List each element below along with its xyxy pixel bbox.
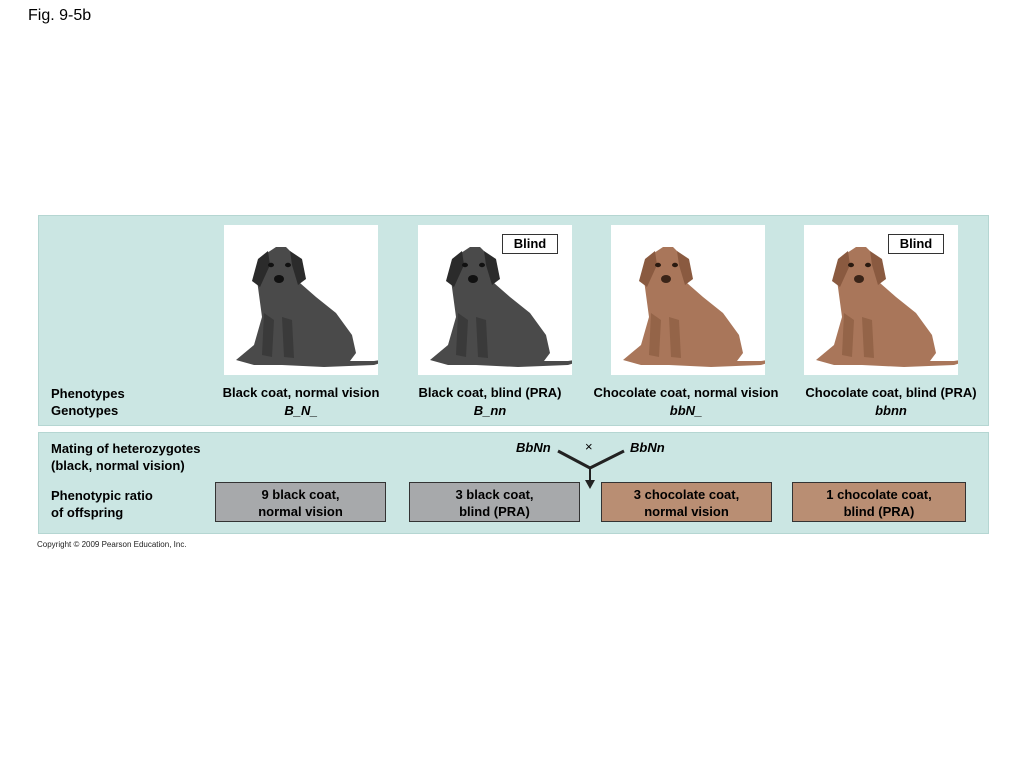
dog-body	[236, 247, 378, 367]
offspring-line2: blind (PRA)	[843, 504, 915, 519]
offspring-line1: 3 black coat,	[455, 487, 534, 502]
offspring-ratio-box: 3 chocolate coat, normal vision	[601, 482, 772, 522]
dog-illustration	[430, 247, 572, 367]
offspring-line1: 9 black coat,	[261, 487, 340, 502]
offspring-line1: 3 chocolate coat,	[633, 487, 740, 502]
offspring-line2: normal vision	[258, 504, 343, 519]
blind-badge: Blind	[502, 234, 558, 254]
mating-label: Mating of heterozygotes (black, normal v…	[51, 440, 201, 474]
dog-image-black-blind	[418, 225, 572, 375]
phenotype-caption: Black coat, blind (PRA)	[418, 385, 562, 400]
genotype-caption: B_N_	[284, 403, 318, 418]
dog-illustration	[816, 247, 958, 367]
dog-image-chocolate-normal	[611, 225, 765, 375]
blind-badge: Blind	[888, 234, 944, 254]
offspring-ratio-box: 9 black coat, normal vision	[215, 482, 386, 522]
phenotypes-label: Phenotypes	[51, 386, 125, 401]
cross-symbol: ×	[585, 439, 593, 454]
mating-label-line2: (black, normal vision)	[51, 458, 185, 473]
offspring-ratio-box: 3 black coat, blind (PRA)	[409, 482, 580, 522]
dog-body	[816, 247, 958, 367]
genotype-caption: B_nn	[473, 403, 507, 418]
parent2-genotype: BbNn	[630, 440, 665, 455]
ratio-label-line2: of offspring	[51, 505, 124, 520]
phenotype-caption: Black coat, normal vision	[222, 385, 380, 400]
ratio-label: Phenotypic ratio of offspring	[51, 487, 153, 521]
offspring-line1: 1 chocolate coat,	[826, 487, 932, 502]
dog-illustration	[623, 247, 765, 367]
dog-image-black-normal	[224, 225, 378, 375]
figure-title: Fig. 9-5b	[28, 7, 92, 24]
copyright-notice: Copyright © 2009 Pearson Education, Inc.	[37, 540, 187, 549]
genotype-caption: bbnn	[875, 403, 907, 418]
genotype-caption: bbN_	[669, 403, 703, 418]
mating-label-line1: Mating of heterozygotes	[51, 441, 201, 456]
dog-body	[430, 247, 572, 367]
genotypes-label: Genotypes	[51, 403, 119, 418]
dog-illustration	[236, 247, 378, 367]
offspring-ratio-box: 1 chocolate coat, blind (PRA)	[792, 482, 966, 522]
ratio-label-line1: Phenotypic ratio	[51, 488, 153, 503]
phenotype-caption: Chocolate coat, normal vision	[593, 385, 779, 400]
phenotype-caption: Chocolate coat, blind (PRA)	[805, 385, 977, 400]
offspring-line2: normal vision	[644, 504, 729, 519]
offspring-line2: blind (PRA)	[459, 504, 530, 519]
cross-arrow	[557, 449, 625, 489]
parent1-genotype: BbNn	[516, 440, 551, 455]
dog-body	[623, 247, 765, 367]
dog-image-chocolate-blind	[804, 225, 958, 375]
